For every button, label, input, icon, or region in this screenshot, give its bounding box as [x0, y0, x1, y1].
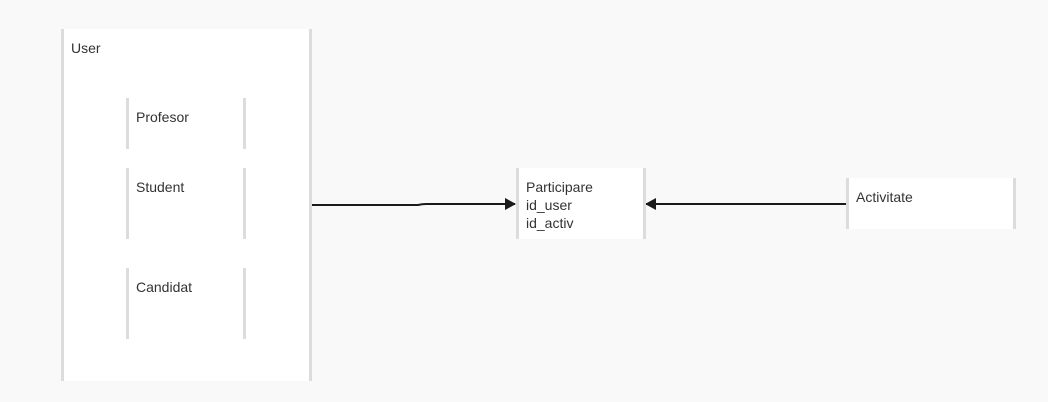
- entity-student-label: Student: [136, 179, 185, 195]
- entity-candidat-label: Candidat: [136, 279, 193, 295]
- entity-user-label: User: [71, 40, 101, 56]
- entity-activitate[interactable]: Activitate: [846, 178, 1016, 229]
- entity-student[interactable]: Student: [126, 168, 246, 239]
- entity-profesor[interactable]: Profesor: [126, 98, 246, 149]
- entity-participare[interactable]: Participare id_user id_activ: [516, 168, 646, 239]
- entity-candidat[interactable]: Candidat: [126, 268, 246, 339]
- entity-profesor-label: Profesor: [136, 109, 189, 125]
- field-id-activ: id_activ: [526, 215, 574, 231]
- field-id-user: id_user: [526, 197, 572, 213]
- entity-activitate-label: Activitate: [856, 189, 913, 205]
- entity-participare-label: Participare: [526, 179, 593, 195]
- connector-user-to-participare: [311, 198, 516, 210]
